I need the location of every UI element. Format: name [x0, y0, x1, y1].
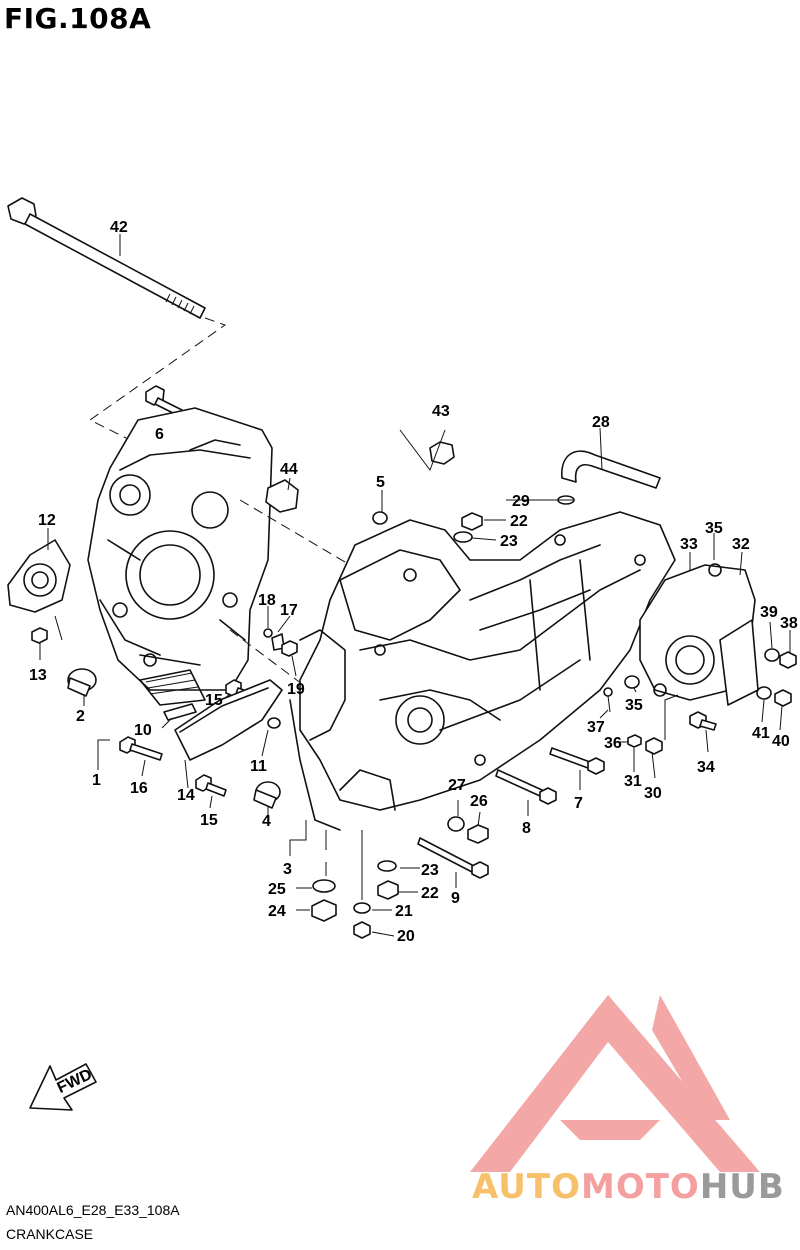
o-ring-25: [312, 879, 336, 893]
part-37: [603, 687, 613, 713]
part-label: 15: [200, 812, 218, 829]
plug-24: [311, 899, 337, 922]
center-crankcase: [289, 511, 676, 831]
washer-41: [756, 686, 772, 700]
part-44: [265, 479, 299, 513]
part-label: 33: [680, 536, 698, 553]
bolt-9: [417, 837, 489, 879]
bolt-15-lower: [195, 774, 227, 797]
part-label: 37: [587, 719, 605, 736]
breather-hose-28: [561, 450, 661, 489]
part-label: 5: [376, 474, 385, 491]
part-label: 35: [625, 697, 643, 714]
plug-22-lower: [377, 880, 399, 900]
part-label: 40: [772, 733, 790, 750]
part-label: 11: [250, 758, 267, 775]
part-label: 31: [624, 773, 642, 790]
part-label: 10: [134, 722, 152, 739]
leader-43: [399, 429, 446, 472]
part-label: 13: [29, 667, 47, 684]
bolt-19: [281, 640, 298, 657]
part-label: 9: [451, 890, 460, 907]
part-label: 23: [500, 533, 518, 550]
washer-27: [447, 816, 465, 832]
bolt-13: [31, 627, 48, 644]
part-label: 20: [397, 928, 415, 945]
bolt-8: [495, 769, 557, 805]
part-label: 30: [644, 785, 662, 802]
part-label: 39: [760, 604, 778, 621]
oil-seal-cover-12: [7, 539, 71, 613]
part-label: 1: [92, 772, 101, 789]
dowel-pin-4: [253, 781, 281, 809]
alignment-line: [239, 499, 351, 566]
part-label: 22: [421, 885, 439, 902]
dowel-pin-5: [372, 511, 388, 525]
gasket-10: [163, 703, 197, 721]
dowel-pin-2: [67, 668, 97, 697]
alignment-line: [229, 629, 351, 721]
bolt-7: [549, 747, 605, 775]
washer-23-upper: [453, 531, 473, 543]
part-label: 23: [421, 862, 439, 879]
brand-hub: HUB: [699, 1167, 785, 1207]
washer-23-lower: [377, 860, 397, 872]
part-label: 34: [697, 759, 715, 776]
leader-lines: [39, 234, 791, 937]
part-label: 27: [448, 777, 466, 794]
part-label: 38: [780, 615, 798, 632]
part-label: 19: [287, 681, 305, 698]
plug-22-upper: [461, 512, 483, 531]
part-number-labels: 42 6 44 43 28 5 29 22 23 33 35 32 12 18 …: [29, 219, 798, 945]
part-label: 26: [470, 793, 488, 810]
part-label: 12: [38, 512, 56, 529]
part-label: 21: [395, 903, 413, 920]
brand-moto: MOTO: [580, 1167, 700, 1207]
cover-14: [174, 679, 283, 761]
figure-title: FIG.108A: [4, 2, 152, 35]
part-label: 35: [705, 520, 723, 537]
part-label: 42: [110, 219, 128, 236]
drain-bolt-20: [353, 921, 371, 939]
brand-wordmark: AUTOMOTOHUB: [472, 1167, 785, 1207]
bolt-38: [779, 651, 797, 669]
part-label: 3: [283, 861, 292, 878]
part-label: 28: [592, 414, 610, 431]
part-label: 29: [512, 493, 530, 510]
bolt-40: [774, 689, 792, 707]
left-crankcase-half: [87, 407, 273, 706]
part-label: 16: [130, 780, 148, 797]
part-label: 44: [280, 461, 298, 478]
part-label: 15: [205, 692, 223, 709]
part-label: 4: [262, 813, 271, 830]
diagram-code: AN400AL6_E28_E33_108A: [6, 1202, 180, 1218]
brand-auto: AUTO: [472, 1167, 581, 1207]
part-label: 32: [732, 536, 750, 553]
part-label: 22: [510, 513, 528, 530]
bolt-36-31: [627, 734, 642, 748]
part-label: 41: [752, 725, 770, 742]
long-bolt-42: [7, 197, 227, 446]
part-label: 2: [76, 708, 85, 725]
part-label: 43: [432, 403, 450, 420]
dowel-pin-35: [624, 675, 640, 689]
bolt-16: [119, 736, 163, 761]
washer-21: [353, 902, 371, 914]
part-label: 7: [574, 795, 583, 812]
part-label: 36: [604, 735, 622, 752]
nut-30: [645, 737, 663, 755]
part-label: 24: [268, 903, 286, 920]
part-label: 14: [177, 787, 195, 804]
bolt-34: [689, 711, 717, 731]
diagram-caption: CRANKCASE: [6, 1226, 94, 1242]
part-label: 18: [258, 592, 276, 609]
o-ring-11: [267, 717, 281, 729]
part-label: 6: [155, 426, 164, 443]
part-label: 25: [268, 881, 286, 898]
part-label: 17: [280, 602, 298, 619]
part-label: 8: [522, 820, 531, 837]
washer-39: [764, 648, 780, 662]
